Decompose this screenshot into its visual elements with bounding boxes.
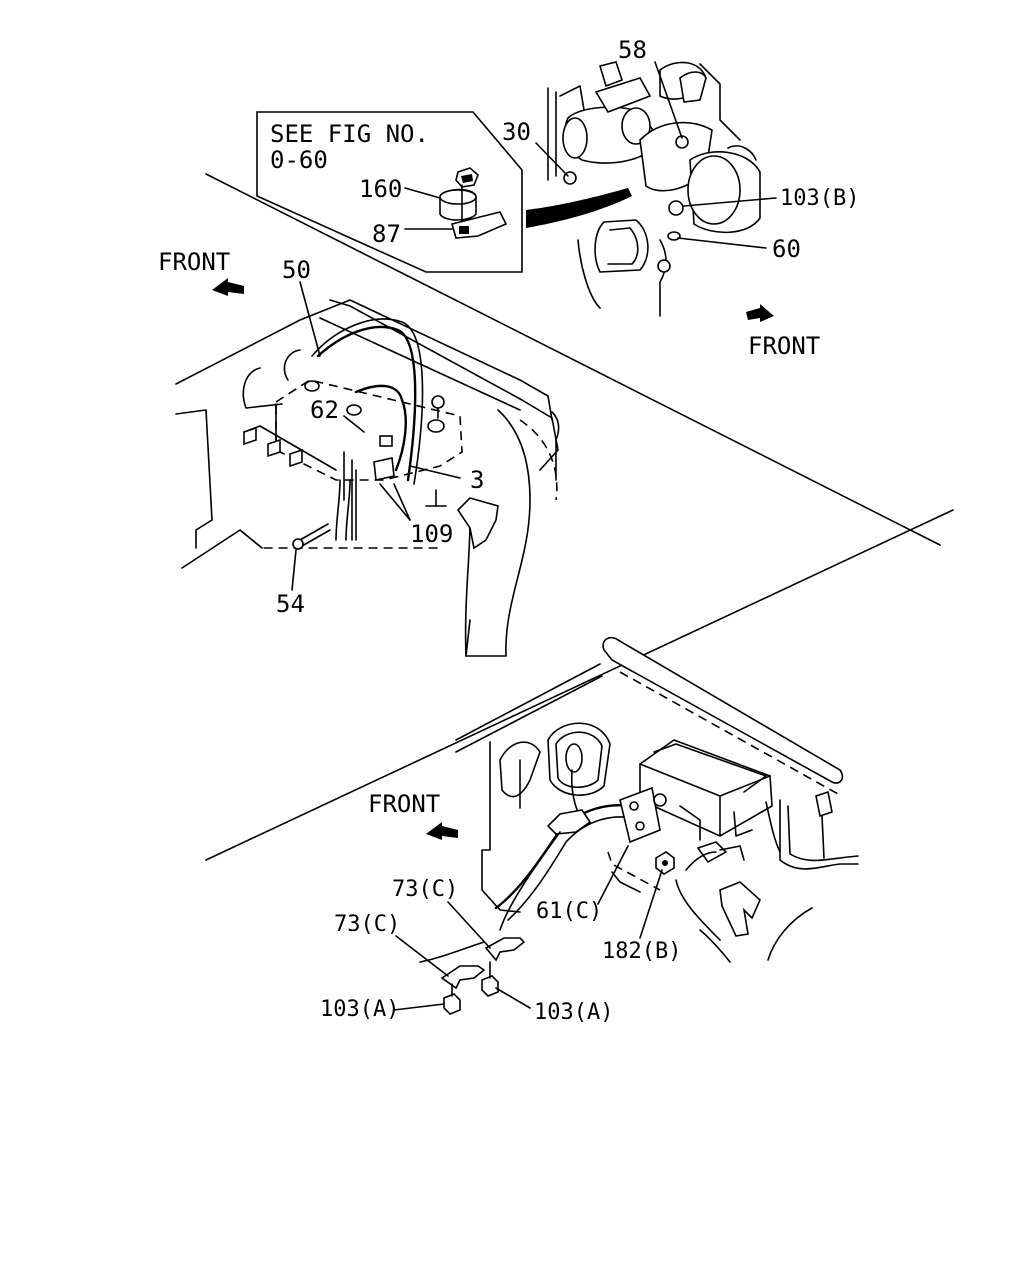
callout-73c-lower: 73(C) (334, 912, 400, 937)
see-fig-number: 0-60 (270, 146, 328, 174)
front-indicator-middle: FRONT (158, 248, 244, 296)
throttle-body-assembly: 58 30 103(B) 60 (502, 36, 859, 317)
callout-50: 50 (282, 256, 311, 284)
inset-pointer (526, 188, 632, 228)
bracket-87-icon (451, 211, 508, 239)
callout-61c: 61(C) (536, 899, 602, 924)
front-arrow-icon (746, 304, 774, 322)
callout-87: 87 (372, 220, 401, 248)
callout-182b: 182(B) (602, 939, 681, 964)
section-divider-upper (205, 173, 941, 546)
callout-160: 160 (359, 175, 402, 203)
front-arrow-icon (426, 822, 458, 840)
front-indicator-top-right: FRONT (746, 304, 820, 360)
relay-box-assembly: 73(C) 73(C) 61(C) 182(B) 103(A) 103(A) (320, 636, 859, 1025)
callout-73c-upper: 73(C) (392, 877, 458, 902)
callout-103a-left: 103(A) (320, 997, 399, 1022)
callout-103b: 103(B) (780, 186, 859, 211)
section-divider-lower (205, 509, 954, 861)
callout-103a-right: 103(A) (534, 1000, 613, 1025)
see-fig-label: SEE FIG NO. (270, 120, 429, 148)
callout-54: 54 (276, 590, 305, 618)
see-fig-inset: SEE FIG NO. 0-60 160 87 (256, 111, 523, 273)
front-label-bottom: FRONT (368, 790, 440, 818)
callout-30: 30 (502, 118, 531, 146)
callout-3: 3 (470, 466, 484, 494)
front-label-top-right: FRONT (748, 332, 820, 360)
callout-109: 109 (410, 520, 453, 548)
front-arrow-icon (212, 278, 244, 296)
nut-icon (455, 167, 479, 188)
front-indicator-bottom: FRONT (368, 790, 458, 840)
callout-62: 62 (310, 396, 339, 424)
front-label-middle: FRONT (158, 248, 230, 276)
battery-assembly: 50 62 3 109 54 (175, 256, 560, 657)
callout-58: 58 (618, 36, 647, 64)
clamp-160-icon (439, 184, 477, 233)
callout-60: 60 (772, 235, 801, 263)
